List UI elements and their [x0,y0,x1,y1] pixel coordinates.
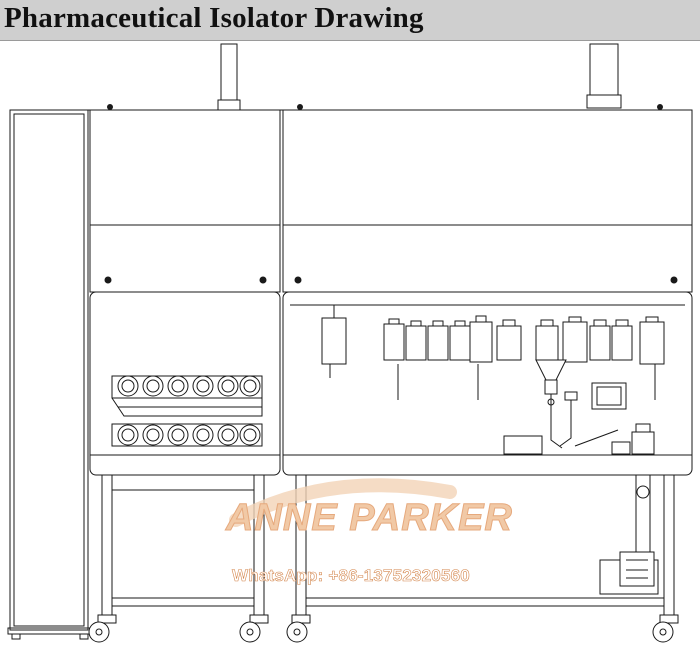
support-frame [101,474,675,616]
drain-assembly [599,475,659,595]
left-work-chamber [89,291,281,476]
watermark-brand: ANNE PARKER [226,497,513,540]
hanging-instruments [321,305,656,400]
exhaust-stack-left [217,43,241,112]
control-screen [591,382,627,410]
caster-wheels [88,614,679,643]
glove-ports [111,375,263,447]
tray-and-dispenser [503,423,655,455]
upper-left-plenum [89,109,281,293]
page-title: Pharmaceutical Isolator Drawing [4,2,424,34]
upper-right-plenum [282,109,693,293]
watermark-contact: WhatsApp: +86-13752320560 [232,566,470,586]
valve-assembly [535,359,619,449]
left-side-cabinet [7,109,91,640]
title-bar: Pharmaceutical Isolator Drawing [0,0,700,41]
watermark-swoosh [229,478,457,527]
bottles [383,315,665,365]
exhaust-stack-right [586,43,622,109]
isolator-drawing [7,43,693,643]
